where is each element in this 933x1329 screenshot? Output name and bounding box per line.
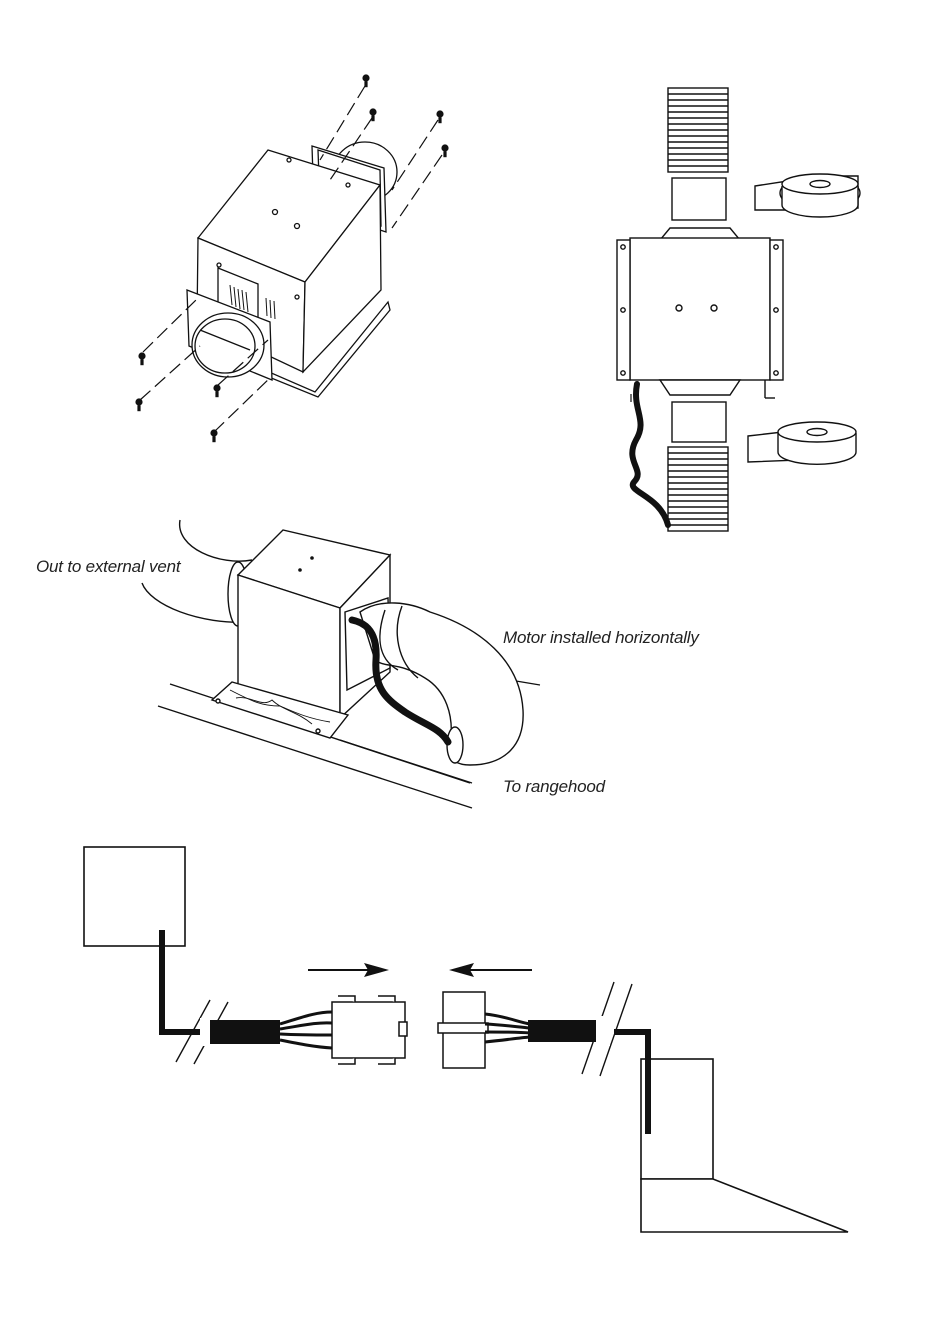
motor-installed-horizontally-label: Motor installed horizontally (503, 628, 699, 648)
power-cable (632, 384, 668, 525)
vertical-install-view (617, 88, 860, 531)
motor-box-front (630, 238, 770, 380)
rangehood-outline (641, 1059, 848, 1232)
left-unit-box (84, 847, 185, 946)
to-rangehood-label: To rangehood (503, 777, 605, 797)
connect-arrow-right (308, 963, 389, 977)
wiring-connection-diagram (84, 847, 848, 1232)
out-to-external-vent-label: Out to external vent (36, 557, 182, 577)
exploded-motor-box (135, 74, 448, 442)
elbow-duct (360, 603, 523, 765)
horizontal-install-view (142, 520, 540, 808)
male-plug (332, 996, 407, 1064)
tape-roll-bottom (748, 422, 856, 464)
female-socket (438, 992, 488, 1068)
connect-arrow-left (449, 963, 532, 977)
tape-roll-top (755, 174, 860, 217)
